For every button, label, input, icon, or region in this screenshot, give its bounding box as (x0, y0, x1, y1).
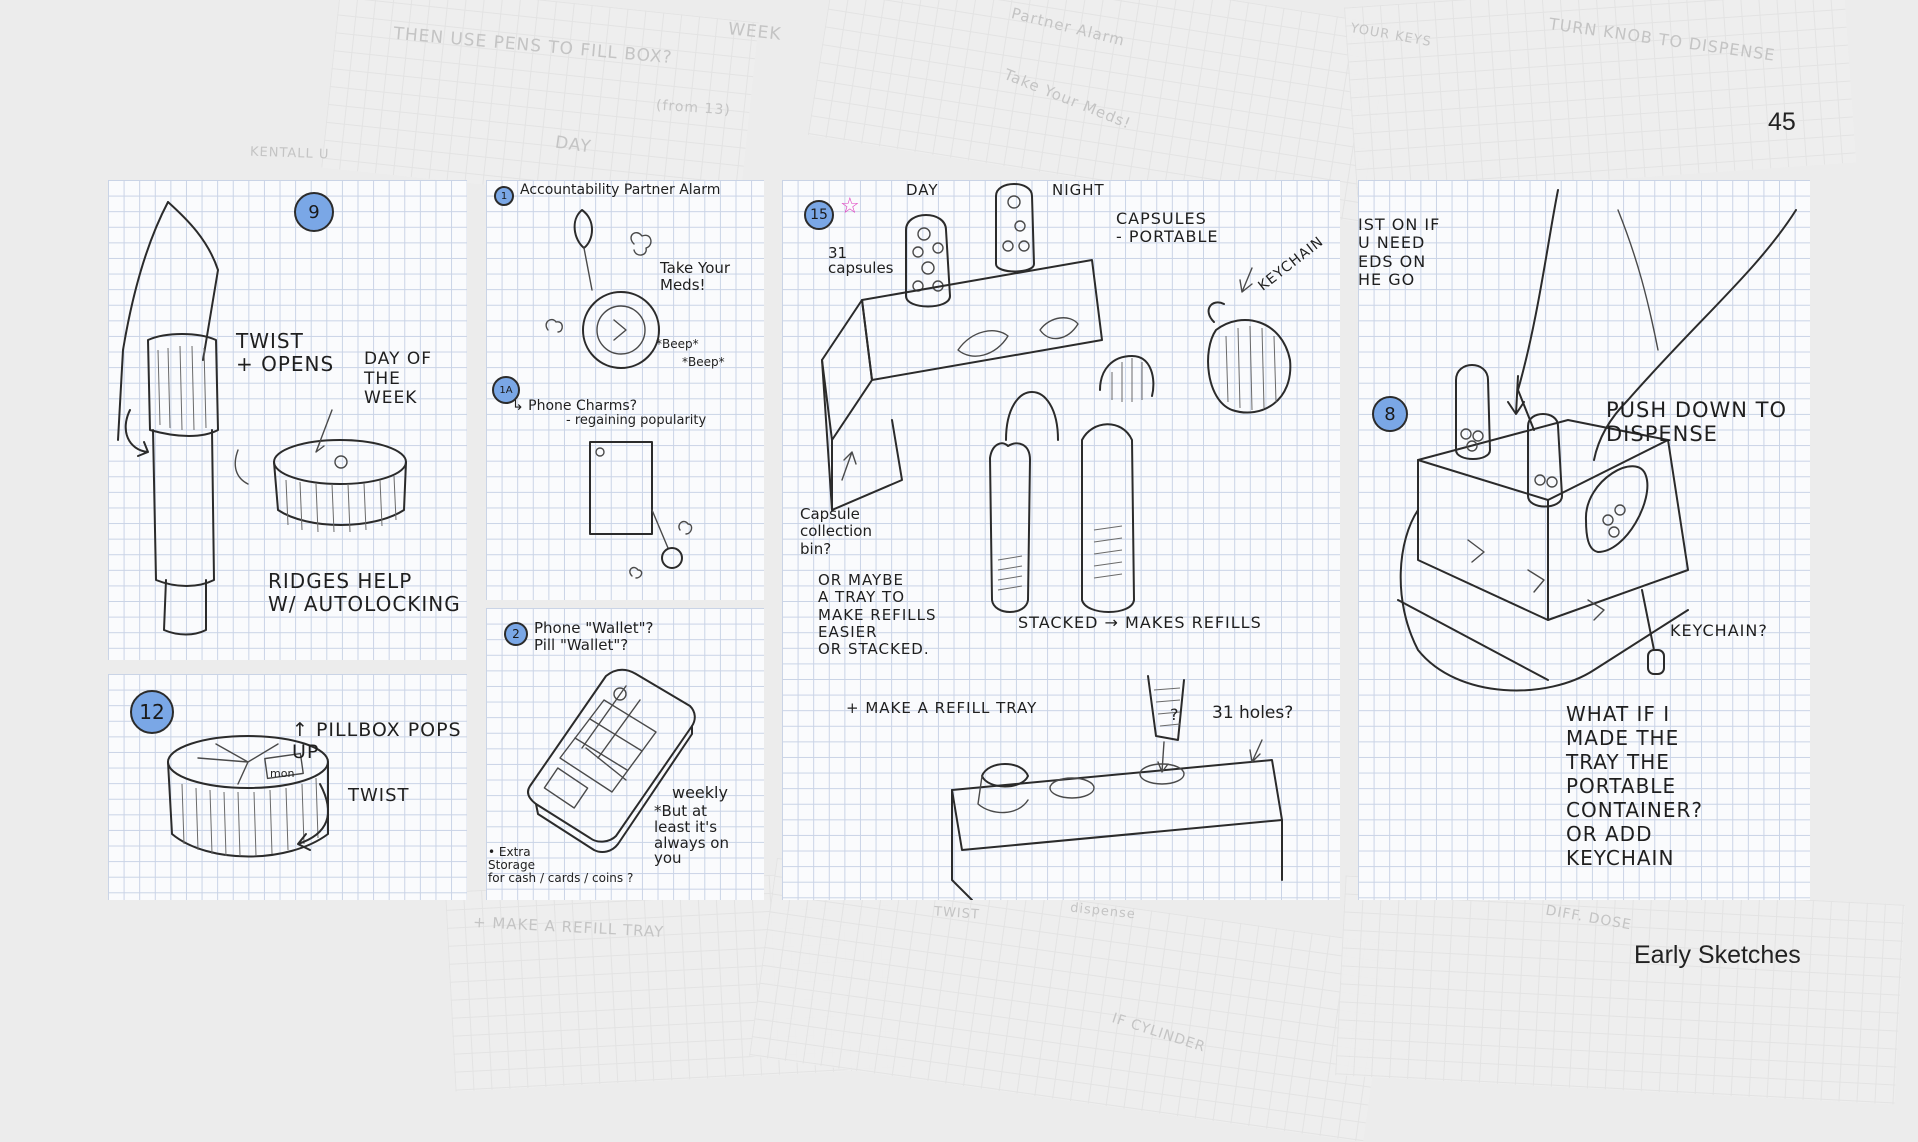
refill-tray-sketch (821, 183, 1292, 900)
lid-label: mon (270, 767, 295, 780)
background-note: KENTALL U (249, 144, 330, 163)
phone-charms-sub: - regaining popularity (566, 413, 707, 428)
pillbox-pops-sketch (167, 735, 329, 858)
make-refill-tray-note: + MAKE A REFILL TRAY (846, 699, 1038, 717)
phone-wallet-title: Phone "Wallet"? Pill "Wallet"? (534, 619, 654, 655)
background-note: TWIST (933, 904, 981, 923)
sketch-panel-twist-cap: 9 TWIST + OPENS DAY OF THE WEEK RIDGES H… (108, 180, 467, 660)
push-dispense-sketch (1397, 189, 1797, 692)
twist-cap-sketch (117, 201, 407, 636)
day-label: DAY (906, 181, 939, 199)
sketch-panel-phone-wallet: 2 Phone "Wallet"? Pill "Wallet"? weekly … (486, 608, 764, 900)
capsule-count-note: 31 capsules (828, 244, 894, 277)
phone-wallet-sketch (527, 668, 696, 853)
sketch-number-badge: 1 (494, 186, 514, 206)
sketch-panel-refill-tray: 15 ☆ DAY NIGHT CAPSULES - PORTABLE KEYCH… (782, 180, 1340, 900)
star-mark: ☆ (840, 194, 860, 219)
page-number: 45 (1768, 108, 1796, 136)
weekly-note: weekly (672, 783, 728, 802)
beep-note-2: *Beep* (682, 355, 725, 369)
sketch-panel-alarm-charm: 1 Accountability Partner Alarm Take Your… (486, 180, 764, 600)
alarm-charm-sketch (545, 209, 693, 579)
ridges-note: RIDGES HELP W/ AUTOLOCKING (268, 569, 461, 616)
holes-note: 31 holes? (1212, 703, 1294, 723)
push-down-note: PUSH DOWN TO DISPENSE (1606, 398, 1788, 447)
twist-note: TWIST (348, 785, 410, 806)
twist-opens-note: TWIST + OPENS (236, 329, 335, 376)
day-of-week-note: DAY OF THE WEEK (364, 349, 433, 409)
tray-option-note: OR MAYBE A TRAY TO MAKE REFILLS EASIER O… (818, 571, 937, 658)
take-meds-note: Take Your Meds! (660, 259, 731, 295)
sketch-panel-push-dispense: IST ON IF U NEED EDS ON HE GO 8 PUSH DOW… (1358, 180, 1810, 900)
keychain-question-note: KEYCHAIN? (1670, 621, 1768, 640)
night-label: NIGHT (1052, 181, 1105, 199)
collection-bin-note: Capsule collection bin? (800, 505, 872, 558)
stacked-note: STACKED → MAKES REFILLS (1018, 613, 1262, 632)
sketch-number-badge: 9 (294, 192, 334, 232)
always-on-you-note: *But at least it's always on you (654, 802, 729, 868)
question-mark-note: ? (1170, 705, 1179, 724)
sketch-number-badge: 12 (130, 690, 174, 734)
alarm-title: Accountability Partner Alarm (520, 182, 721, 198)
portable-container-note: WHAT IF I MADE THE TRAY THE PORTABLE CON… (1566, 702, 1704, 870)
phone-charms-title: ↳ Phone Charms? (512, 398, 638, 414)
sketch-number-badge: 15 (804, 200, 834, 230)
pillbox-pops-note: ↑ PILLBOX POPS UP (292, 719, 462, 763)
twist-on-cut-note: IST ON IF U NEED EDS ON HE GO (1358, 215, 1441, 290)
slide-caption: Early Sketches (1634, 941, 1801, 969)
beep-note-1: *Beep* (656, 337, 699, 351)
sketch-number-badge: 1A (492, 376, 520, 404)
background-sheet (1335, 875, 1905, 1105)
sketch-panel-pillbox-pops: 12 ↑ PILLBOX POPS UP TWIST mon (108, 674, 467, 900)
sketch-number-badge: 8 (1372, 396, 1408, 432)
sketch-number-badge: 2 (504, 622, 528, 646)
capsules-portable-note: CAPSULES - PORTABLE (1116, 209, 1219, 247)
extra-storage-note: • Extra Storage for cash / cards / coins… (488, 845, 634, 886)
